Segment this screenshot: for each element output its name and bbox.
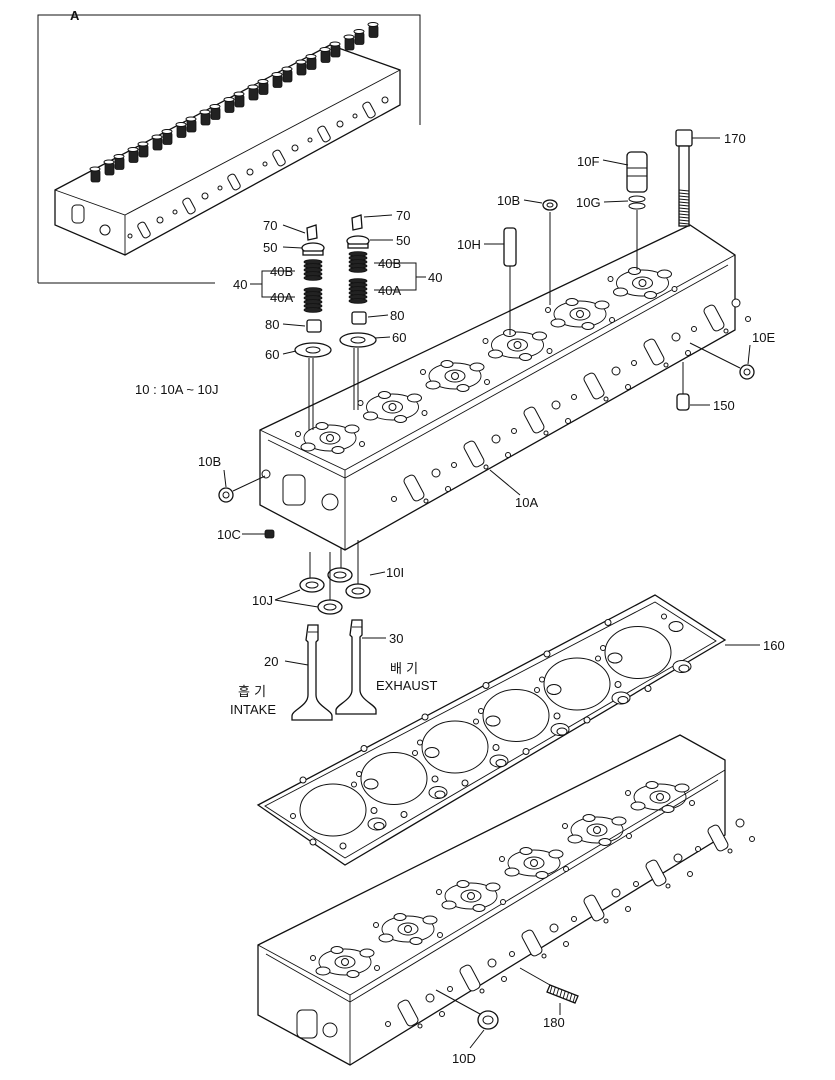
intake-valve-20 [291, 624, 333, 721]
callout-10b-side: 10B [198, 454, 221, 469]
plug-10b-top [542, 199, 558, 305]
stud-180 [519, 967, 579, 1004]
injector-sleeve-10f [626, 151, 648, 270]
exhaust-korean-label: 배 기 [390, 662, 418, 677]
callout-40a-left: 40A [270, 290, 293, 305]
callout-30: 30 [389, 631, 403, 646]
callout-labels: 170 10F 10G 10B 10H 70 70 50 50 40 40 40… [135, 131, 785, 1066]
valve-stack-left [294, 224, 332, 430]
note-range: 10 : 10A ~ 10J [135, 382, 218, 397]
callout-180: 180 [543, 1015, 565, 1030]
plug-10c [264, 529, 275, 539]
callout-80-left: 80 [265, 317, 279, 332]
exhaust-valve-30 [335, 619, 377, 715]
callout-10f: 10F [577, 154, 599, 169]
callout-10g: 10G [576, 195, 601, 210]
valve-seats [299, 540, 371, 615]
callout-20: 20 [264, 654, 278, 669]
callout-40-right: 40 [428, 270, 442, 285]
exhaust-label: EXHAUST [376, 678, 437, 693]
callout-170: 170 [724, 131, 746, 146]
intake-korean-label: 흡 기 [238, 685, 266, 700]
callout-10b-top: 10B [497, 193, 520, 208]
callout-40a-right: 40A [378, 283, 401, 298]
callout-10a: 10A [515, 495, 538, 510]
callout-60-right: 60 [392, 330, 406, 345]
inset-a: A [37, 8, 421, 284]
callout-40b-left: 40B [270, 264, 293, 279]
callout-10d: 10D [452, 1051, 476, 1066]
callout-10h: 10H [457, 237, 481, 252]
plug-10e [689, 342, 755, 380]
intake-label: INTAKE [230, 702, 276, 717]
head-bolt-170 [675, 129, 693, 227]
leader-lines [223, 137, 760, 1049]
callout-80-right: 80 [390, 308, 404, 323]
head-gasket-160 [256, 594, 727, 866]
plug-10d [435, 989, 499, 1030]
callout-70-right: 70 [396, 208, 410, 223]
callout-10j: 10J [252, 593, 273, 608]
callout-60-left: 60 [265, 347, 279, 362]
valve-stack-right [339, 214, 377, 410]
dowel-150 [676, 362, 690, 411]
cylinder-head-lower [257, 734, 755, 1066]
callout-10i: 10I [386, 565, 404, 580]
callout-160: 160 [763, 638, 785, 653]
callout-40b-right: 40B [378, 256, 401, 271]
plug-10b-side [218, 475, 266, 503]
callout-50-left: 50 [263, 240, 277, 255]
inset-label: A [70, 8, 80, 23]
callout-10c: 10C [217, 527, 241, 542]
callout-40-left: 40 [233, 277, 247, 292]
callout-50-right: 50 [396, 233, 410, 248]
valve-guide-10h [503, 227, 517, 335]
cylinder-head-10a [259, 224, 751, 551]
callout-70-left: 70 [263, 218, 277, 233]
callout-10e: 10E [752, 330, 775, 345]
callout-150: 150 [713, 398, 735, 413]
